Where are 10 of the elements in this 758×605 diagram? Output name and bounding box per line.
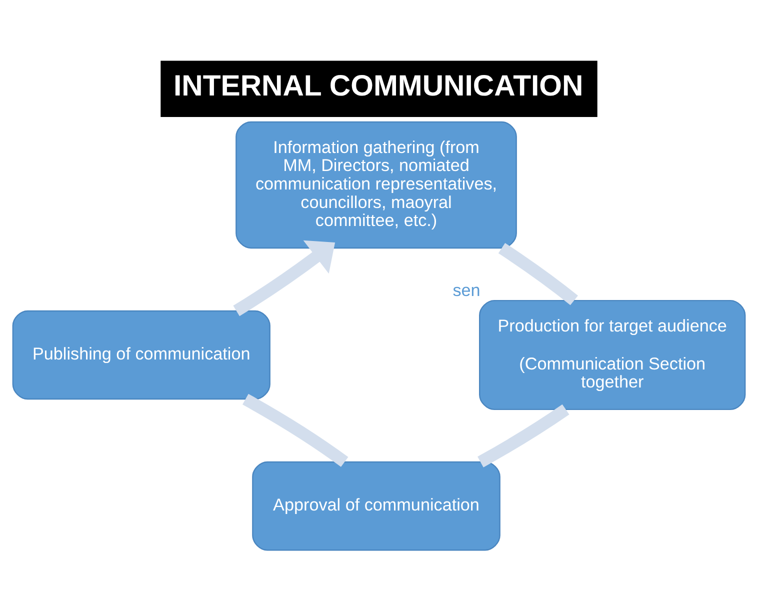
connector — [498, 242, 578, 305]
connector — [242, 393, 348, 466]
diagram-title: INTERNAL COMMUNICATION — [173, 68, 584, 102]
node-box: Approval of communication — [252, 460, 500, 550]
connector — [477, 404, 570, 467]
node-box: Publishing of communication — [12, 310, 270, 400]
arrow — [233, 240, 336, 316]
node-label: sen — [452, 280, 480, 300]
node-box: Production for target audience (Communication Section together — [479, 299, 746, 410]
node-box: Information gathering (from MM, Directors, nomiated communication representatives, councillors, maoyral committee, etc.) — [236, 120, 517, 248]
